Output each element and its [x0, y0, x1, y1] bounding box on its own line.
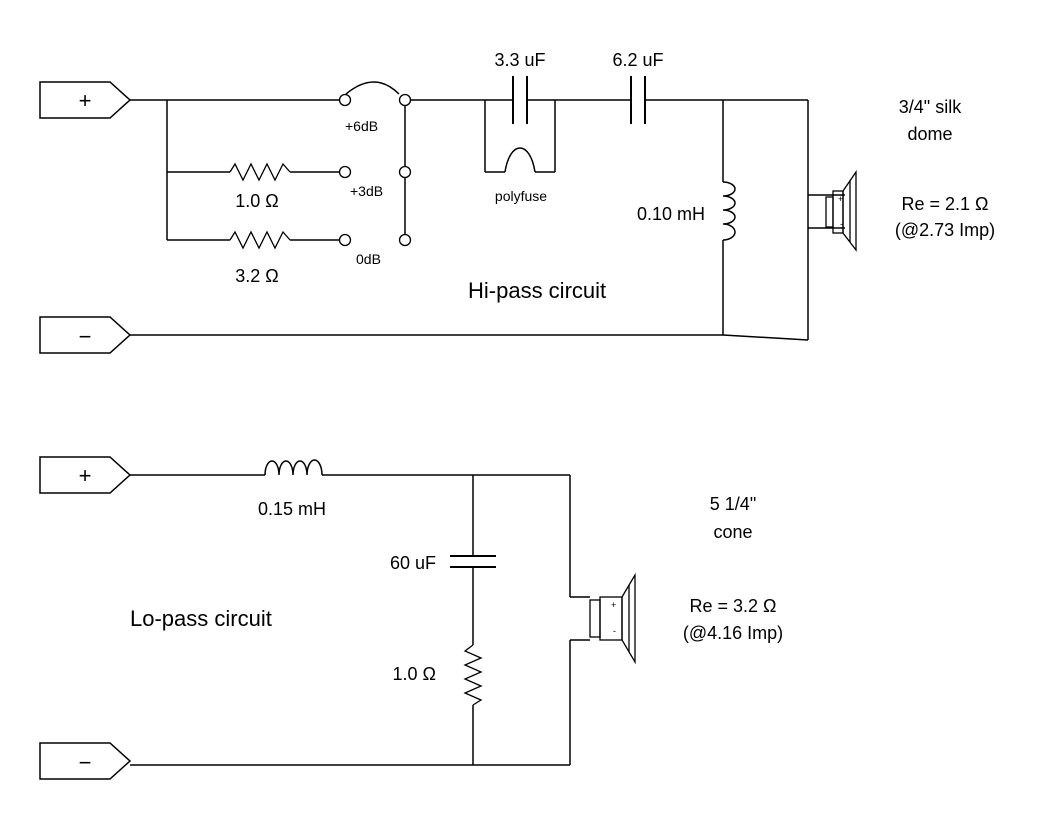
- tweeter-name-line1: 3/4" silk: [899, 97, 962, 117]
- tweeter-imp-label: (@2.73 Imp): [895, 220, 995, 240]
- hipass-circuit: + − 1.0 Ω: [39, 50, 995, 354]
- lopass-inductor: 0.15 mH: [258, 459, 326, 519]
- hipass-capacitor-2: 6.2 uF: [612, 50, 664, 124]
- hipass-terminal-plus: +: [39, 81, 132, 119]
- tweeter-minus-label: -: [840, 219, 843, 229]
- woofer-re-label: Re = 3.2 Ω: [689, 596, 776, 616]
- lopass-resistor: 1.0 Ω: [393, 644, 483, 706]
- woofer-driver-icon: + -: [589, 572, 636, 665]
- hipass-capacitor-1-label: 3.3 uF: [494, 50, 545, 70]
- lopass-terminal-plus: +: [39, 456, 132, 494]
- hipass-terminal-plus-label: +: [79, 88, 92, 113]
- tweeter-driver-icon: + -: [808, 169, 857, 252]
- lopass-terminal-minus: −: [39, 742, 132, 780]
- lopass-terminal-minus-label: −: [79, 750, 92, 775]
- lopass-terminal-plus-label: +: [79, 463, 92, 488]
- lopass-wires: [130, 474, 590, 766]
- switch-label-6db: +6dB: [345, 118, 378, 134]
- hipass-resistor-2: 3.2 Ω: [229, 230, 291, 286]
- woofer-minus-label: -: [613, 626, 616, 636]
- hipass-resistor-1-label: 1.0 Ω: [235, 191, 278, 211]
- hipass-resistor-2-label: 3.2 Ω: [235, 266, 278, 286]
- woofer-name-line1: 5 1/4": [710, 494, 756, 514]
- lopass-resistor-label: 1.0 Ω: [393, 664, 436, 684]
- hipass-terminal-minus: −: [39, 316, 132, 354]
- switch-jumper: [345, 81, 400, 95]
- tweeter-plus-label: +: [838, 194, 843, 204]
- lopass-circuit-label: Lo-pass circuit: [130, 606, 272, 631]
- hipass-polyfuse-label: polyfuse: [495, 188, 547, 204]
- woofer-name-line2: cone: [713, 522, 752, 542]
- switch-label-0db: 0dB: [356, 251, 381, 267]
- hipass-circuit-label: Hi-pass circuit: [468, 278, 606, 303]
- lopass-capacitor-label: 60 uF: [390, 553, 436, 573]
- switch-label-3db: +3dB: [350, 183, 383, 199]
- hipass-terminal-minus-label: −: [79, 324, 92, 349]
- hipass-inductor: 0.10 mH: [637, 181, 736, 241]
- woofer-plus-label: +: [611, 600, 616, 610]
- tweeter-name-line2: dome: [907, 124, 952, 144]
- lopass-circuit: + − 0.15 mH 60 uF: [39, 456, 783, 780]
- hipass-wires: [130, 99, 809, 341]
- woofer-imp-label: (@4.16 Imp): [683, 623, 783, 643]
- hipass-inductor-label: 0.10 mH: [637, 204, 705, 224]
- hipass-resistor-1: 1.0 Ω: [229, 162, 291, 211]
- hipass-polyfuse: polyfuse: [484, 100, 556, 204]
- hipass-capacitor-2-label: 6.2 uF: [612, 50, 663, 70]
- lopass-inductor-label: 0.15 mH: [258, 499, 326, 519]
- hipass-level-switch: +6dB +3dB 0dB: [338, 81, 412, 267]
- lopass-capacitor: 60 uF: [390, 553, 496, 573]
- hipass-capacitor-1: 3.3 uF: [485, 50, 555, 124]
- tweeter-re-label: Re = 2.1 Ω: [901, 194, 988, 214]
